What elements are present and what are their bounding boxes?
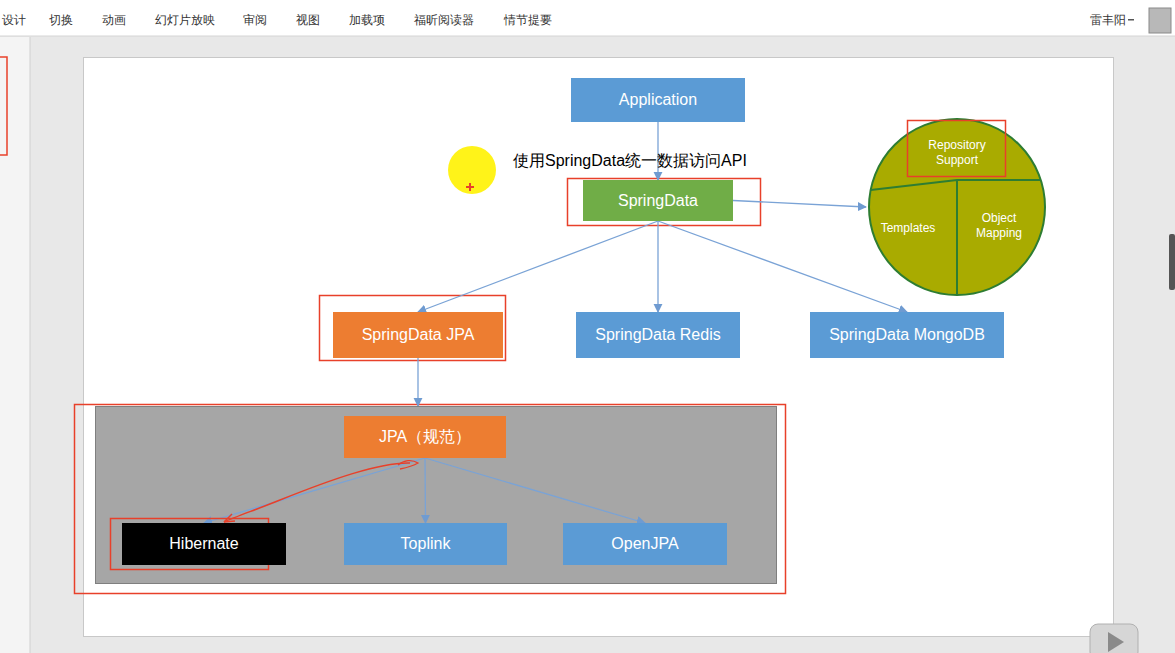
cursor-spot xyxy=(448,146,496,194)
process-box: Toplink xyxy=(344,523,507,565)
process-box: JPA（规范） xyxy=(344,416,506,458)
process-box: SpringData xyxy=(583,180,733,221)
highlight-rect xyxy=(568,179,761,226)
process-box: Hibernate xyxy=(122,523,286,565)
annotation-note: 使用SpringData统一数据访问API xyxy=(513,151,747,172)
connector-arrow xyxy=(657,122,658,180)
ribbon-tab: 幻灯片放映 xyxy=(155,12,215,29)
hand-drawn-scribble xyxy=(398,461,418,469)
connector-arrow xyxy=(425,458,645,523)
ribbon-tab: 情节提要 xyxy=(504,12,552,29)
ribbon-tab: 设计 xyxy=(2,12,26,29)
sector-label: Templates xyxy=(873,221,943,236)
hand-drawn-arrow xyxy=(224,463,410,522)
ribbon-border xyxy=(0,36,1175,37)
process-box: SpringData MongoDB xyxy=(810,312,1004,358)
connector-arrow xyxy=(417,358,418,406)
thumbnail-pane xyxy=(0,37,30,653)
connector-arrow xyxy=(658,221,907,312)
process-box: OpenJPA xyxy=(563,523,727,565)
minimize-mark xyxy=(1128,19,1134,21)
box-label: SpringData Redis xyxy=(595,326,720,344)
sector-divider xyxy=(871,180,1041,295)
box-label: SpringData MongoDB xyxy=(829,326,985,344)
band-fill xyxy=(95,406,777,584)
connector-arrow xyxy=(657,221,658,312)
process-box: Application xyxy=(571,78,745,122)
ribbon-bar xyxy=(0,0,1175,36)
hand-drawn-arrowhead xyxy=(224,514,235,522)
user-avatar xyxy=(1149,8,1171,33)
group-band: JPA（规范） Hibernate Toplink OpenJPA xyxy=(95,406,777,584)
box-label: Application xyxy=(619,91,697,109)
feature-circle: Repository SupportTemplates Object Mappin… xyxy=(866,118,1048,296)
box-label: SpringData xyxy=(618,192,698,210)
connector-arrow xyxy=(418,221,658,312)
box-label: Hibernate xyxy=(169,535,238,553)
user-name: 雷丰阳 xyxy=(1090,12,1126,29)
ribbon-tab: 加载项 xyxy=(349,12,385,29)
box-label: OpenJPA xyxy=(611,535,678,553)
sector-label: Repository Support xyxy=(915,138,999,168)
ribbon-tab: 动画 xyxy=(102,12,126,29)
highlight-rect xyxy=(320,296,506,361)
ribbon-tab: 切换 xyxy=(49,12,73,29)
slide xyxy=(84,58,1114,637)
ribbon-tab: 审阅 xyxy=(243,12,267,29)
connector-arrow xyxy=(733,201,866,208)
play-button xyxy=(1090,624,1138,653)
process-box: SpringData Redis xyxy=(576,312,740,358)
process-box: SpringData JPA xyxy=(333,312,503,358)
thumbnail-highlight xyxy=(0,57,7,155)
ribbon-tab: 视图 xyxy=(296,12,320,29)
sector-label: Object Mapping xyxy=(964,211,1034,241)
play-triangle xyxy=(1108,632,1124,652)
circle-outline xyxy=(869,119,1045,295)
connector-arrow xyxy=(424,458,426,523)
highlight-rect xyxy=(75,405,786,594)
scrollbar-thumb xyxy=(1169,234,1175,290)
play-icon xyxy=(1090,624,1138,653)
box-label: JPA（规范） xyxy=(379,427,471,448)
highlight-rect xyxy=(908,121,1006,177)
ribbon-tab: 福昕阅读器 xyxy=(414,12,474,29)
box-label: Toplink xyxy=(401,535,451,553)
box-label: SpringData JPA xyxy=(362,326,475,344)
connector-arrow xyxy=(204,458,425,523)
pane-divider xyxy=(30,37,31,653)
cursor-plus xyxy=(466,183,474,191)
